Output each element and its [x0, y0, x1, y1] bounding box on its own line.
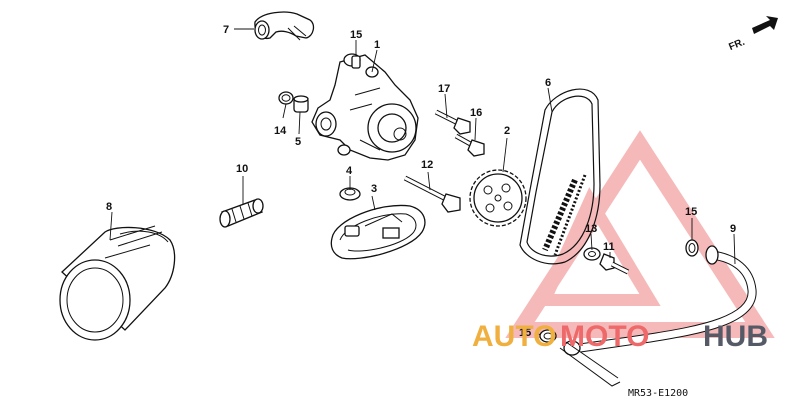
- part-3-oil-strainer: [330, 204, 426, 260]
- watermark-text: AUTO MOTO HUB: [472, 320, 768, 353]
- part-14-o-ring: [278, 91, 294, 105]
- callout-16: 15: [350, 29, 362, 41]
- part-15-o-ring-upper: [685, 239, 699, 257]
- part-11-bolt: [599, 253, 630, 275]
- part-10-threaded-boss: [219, 198, 264, 228]
- part-13-washer: [583, 247, 601, 261]
- front-direction-label: FR.: [727, 37, 746, 53]
- part-1-oil-pump: [311, 53, 419, 161]
- front-direction-arrow: FR.: [727, 16, 778, 53]
- callout-6: 6: [545, 77, 551, 89]
- callout-14: 14: [274, 125, 287, 137]
- part-17-bolt: [454, 133, 485, 157]
- part-18-bolt: [434, 109, 471, 135]
- part-16-dowel-pin: [351, 55, 361, 69]
- part-7-elbow-hose: [254, 11, 315, 41]
- callout-labels: 7 1 15 14 5 17 16 6 2 12 4 3 10 8 13 11 …: [106, 24, 736, 339]
- callout-11: 11: [603, 241, 615, 253]
- callout-2: 2: [504, 125, 510, 137]
- callout-5: 5: [295, 136, 301, 148]
- callout-17: 16: [470, 107, 482, 119]
- callout-18: 17: [438, 83, 450, 95]
- callout-4: 4: [346, 165, 353, 177]
- callout-12: 12: [421, 159, 433, 171]
- watermark-auto: AUTO: [472, 320, 556, 353]
- watermark-triangle-logo: [505, 130, 775, 338]
- part-15-o-ring-lower: [539, 329, 557, 343]
- watermark-moto: MOTO: [560, 320, 649, 353]
- callout-3: 3: [371, 183, 377, 195]
- part-5-collar: [293, 95, 309, 113]
- callout-15-upper: 15: [685, 206, 697, 218]
- callout-1: 1: [374, 39, 380, 51]
- callout-13: 13: [585, 223, 597, 235]
- part-2-sprocket: [469, 169, 527, 227]
- callout-7: 7: [223, 24, 229, 36]
- part-12-bolt: [403, 175, 461, 213]
- leader-lines: [109, 28, 736, 336]
- callout-15-lower: 15: [519, 327, 531, 339]
- watermark-hub: HUB: [703, 320, 768, 353]
- callout-8: 8: [106, 201, 112, 213]
- drawing-code: MR53-E1200: [628, 388, 688, 399]
- part-6-chain: [519, 88, 601, 265]
- callout-9: 9: [730, 223, 736, 235]
- part-8-oil-filter: [59, 225, 176, 341]
- callout-10: 10: [236, 163, 248, 175]
